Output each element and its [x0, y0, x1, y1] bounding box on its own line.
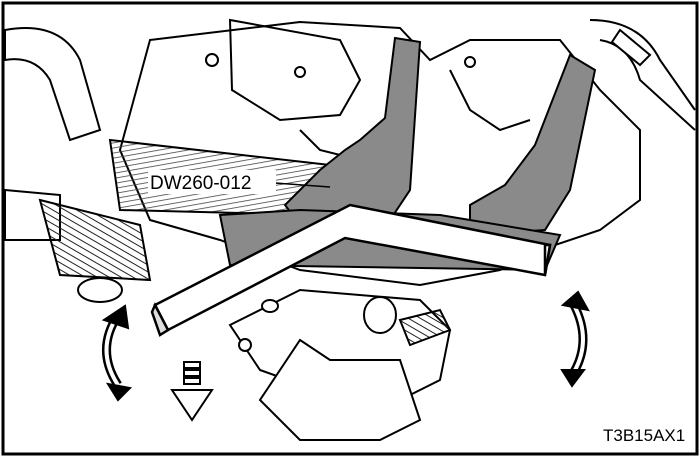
part-number-label: DW260-012 [150, 173, 251, 194]
right-pipes [589, 19, 696, 131]
rotate-double-arrow-icon [560, 290, 590, 388]
callout-label-bg [148, 170, 276, 194]
callout-leader [274, 182, 331, 188]
down-arrow-icon [170, 361, 214, 422]
rotate-double-arrow-icon [101, 304, 133, 402]
figure-id: T3B15AX1 [603, 426, 685, 445]
jack-mechanism [228, 288, 452, 441]
jack-platform [150, 203, 552, 337]
drive-shaft [4, 27, 152, 303]
